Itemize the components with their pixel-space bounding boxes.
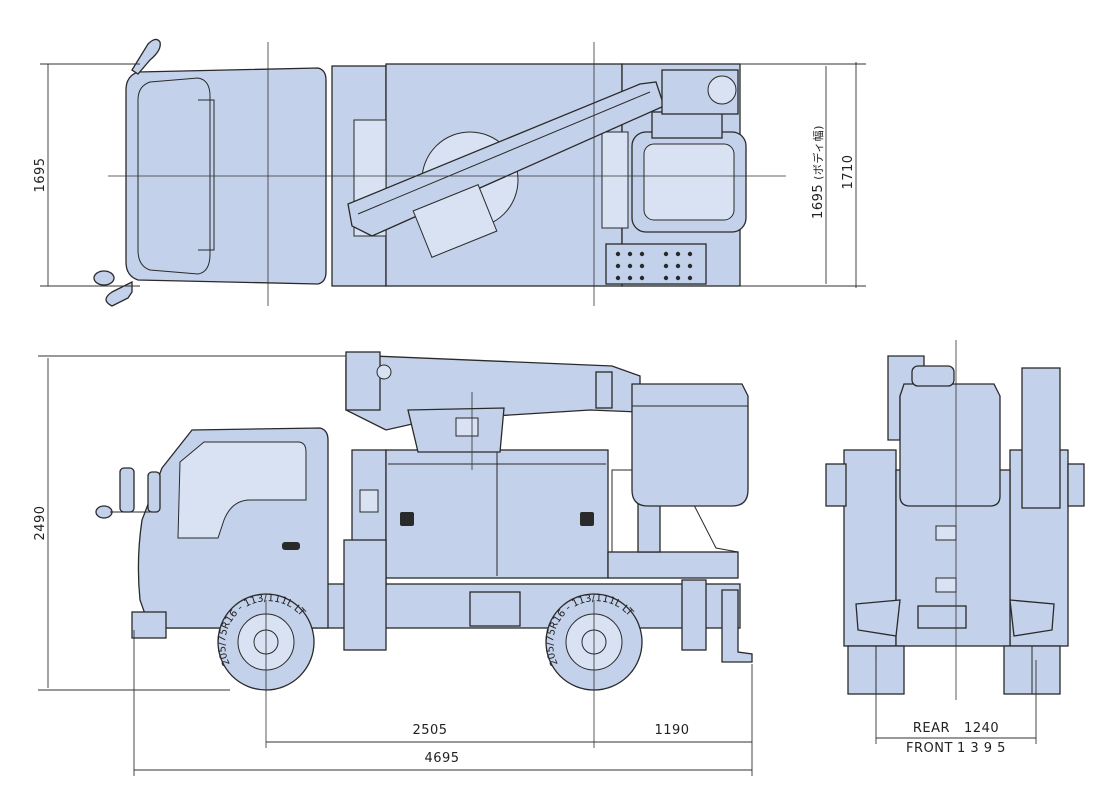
side-mirror (119, 467, 135, 513)
rear-outrigger-right (1009, 599, 1055, 637)
rear-outrigger-side (681, 579, 707, 651)
boom-joint (595, 371, 613, 409)
tank-top (601, 131, 629, 229)
box-latch-right (580, 512, 594, 526)
perforated-plate-dots (615, 251, 693, 281)
bucket-hinge-top (651, 111, 723, 139)
rear-boom-arm (1021, 367, 1061, 509)
rear-deck-side (607, 551, 739, 579)
boom-head-pulley (707, 75, 737, 105)
mirror-right-head (93, 270, 115, 286)
cab-roof-line (198, 99, 215, 251)
mirror-left-top (131, 38, 161, 75)
dim-height: 2490 (33, 505, 48, 540)
windshield-outline (137, 77, 211, 275)
fuel-box (469, 591, 521, 627)
rear-bucket-hinge (911, 365, 955, 387)
boom-cylinder-cap (455, 417, 479, 437)
dim-body-width: 1695(ボディ幅) (811, 125, 826, 219)
dim-overall-width: 1695 (33, 157, 48, 192)
side-view-dimensions: 2490 2505 1190 4695 (33, 355, 753, 776)
rear-outrigger-left (855, 599, 901, 637)
side-view: 205/75R16 - 113/111L LT 205/75R16 - 113/… (95, 351, 753, 748)
rear-light-bar (917, 605, 967, 629)
rear-view (825, 340, 1085, 700)
rail-post (637, 499, 661, 553)
door-handle (282, 542, 300, 550)
rear-plate-2 (935, 525, 957, 541)
mirror-right-top (105, 280, 133, 307)
front-bumper (131, 611, 167, 639)
under-mirror (95, 505, 113, 519)
rear-step (721, 589, 753, 663)
rear-mirror-left (825, 463, 847, 507)
turret-plate (359, 489, 379, 513)
front-outrigger-side (343, 539, 387, 651)
cab-window (177, 441, 307, 539)
bucket-inner (643, 143, 735, 221)
dim-wheelbase: 2505 (412, 723, 447, 738)
boom-pivot-block (345, 351, 381, 411)
top-view (93, 38, 786, 307)
boom-motor-top (412, 184, 498, 258)
top-view-dimensions: 1695 1695(ボディ幅) 1710 (33, 62, 866, 288)
dim-overall-length: 4695 (424, 751, 459, 766)
dim-rear-overhang: 1190 (654, 723, 689, 738)
box-latch-left (400, 512, 414, 526)
rear-bucket (899, 383, 1001, 507)
side-mirror-2 (147, 471, 161, 513)
dim-max-width: 1710 (841, 154, 856, 189)
rear-plate-1 (935, 577, 957, 593)
rear-mirror-right (1067, 463, 1085, 507)
boom-pivot-pin (376, 364, 392, 380)
boom-top-line (357, 91, 651, 215)
bucket-side (631, 383, 749, 507)
